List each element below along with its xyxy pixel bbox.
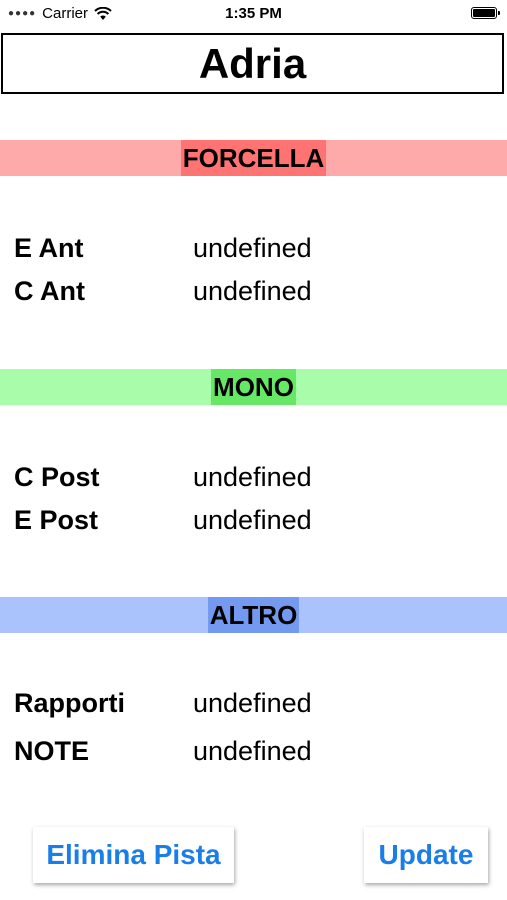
row-note: NOTE undefined — [14, 736, 494, 772]
row-c-ant: C Ant undefined — [14, 276, 494, 312]
page-title: Adria — [1, 33, 504, 94]
field-label: Rapporti — [14, 688, 125, 718]
section-header-mono: MONO — [0, 369, 507, 405]
status-time: 1:35 PM — [225, 5, 282, 22]
status-bar: ●●●● Carrier 1:35 PM — [0, 0, 507, 28]
section-label-mono: MONO — [211, 369, 296, 405]
field-value: undefined — [193, 233, 312, 263]
field-label: E Ant — [14, 233, 84, 263]
delete-track-button[interactable]: Elimina Pista — [33, 827, 234, 883]
signal-dots-icon: ●●●● — [8, 8, 37, 19]
field-label: C Ant — [14, 276, 85, 306]
row-c-post: C Post undefined — [14, 462, 494, 498]
carrier-name: Carrier — [42, 5, 89, 22]
field-value: undefined — [193, 462, 312, 492]
battery-icon — [471, 7, 500, 19]
field-value: undefined — [193, 688, 312, 718]
field-label: NOTE — [14, 736, 90, 766]
wifi-icon — [94, 6, 112, 20]
field-value: undefined — [193, 505, 312, 535]
field-value: undefined — [193, 736, 312, 766]
field-label: C Post — [14, 462, 100, 492]
section-header-altro: ALTRO — [0, 597, 507, 633]
field-value: undefined — [193, 276, 312, 306]
field-label: E Post — [14, 505, 99, 535]
section-label-altro: ALTRO — [207, 597, 300, 633]
row-e-post: E Post undefined — [14, 505, 494, 541]
section-label-forcella: FORCELLA — [180, 140, 327, 176]
update-button[interactable]: Update — [364, 827, 488, 883]
row-rapporti: Rapporti undefined — [14, 688, 494, 724]
row-e-ant: E Ant undefined — [14, 233, 494, 269]
section-header-forcella: FORCELLA — [0, 140, 507, 176]
carrier-group: ●●●● Carrier — [8, 5, 112, 22]
